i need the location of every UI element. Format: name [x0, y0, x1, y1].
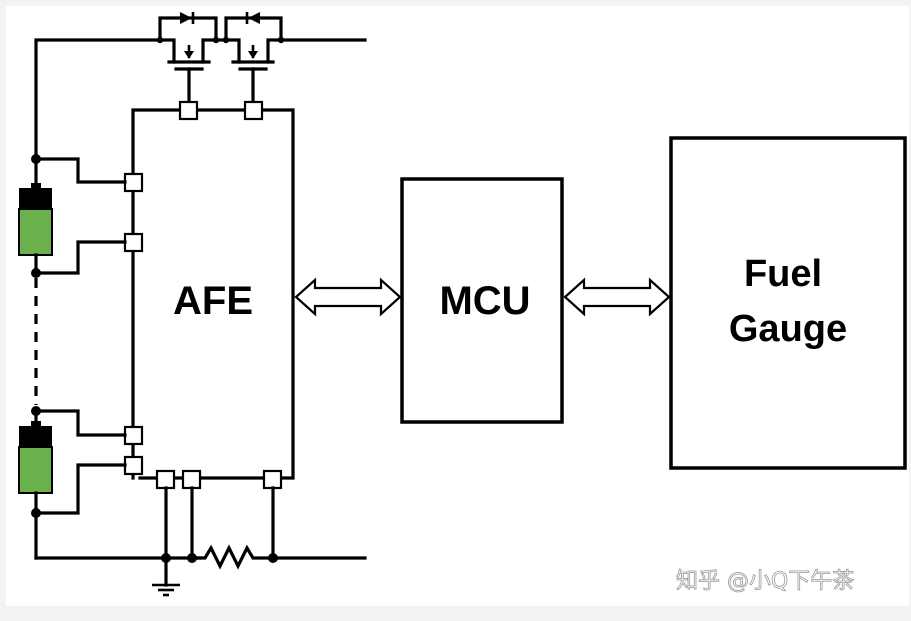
diagram-canvas: AFE — [6, 6, 909, 606]
afe-pin-vc-2 — [123, 232, 144, 253]
afe-pins — [123, 100, 283, 490]
fuel-gauge-label-line1: Fuel — [744, 253, 822, 295]
afe-pin-vc-3 — [123, 425, 144, 446]
fuel-gauge-block: Fuel Gauge — [669, 136, 907, 470]
afe-pin-vc-bottom — [123, 455, 144, 476]
bms-diagram: AFE — [18, 12, 907, 597]
fuel-gauge-label-line2: Gauge — [729, 308, 847, 350]
body-diode-right-icon — [180, 12, 192, 24]
top-power-rail — [34, 38, 367, 159]
watermark: 知乎 @小Q下午茶 — [676, 569, 854, 594]
charge-fet-icon — [156, 12, 220, 106]
afe-block: AFE — [131, 108, 295, 480]
battery-stack — [18, 154, 127, 560]
mcu-fuel-gauge-bidirectional-arrow — [563, 277, 671, 317]
body-diode-left-icon — [248, 12, 260, 24]
bottom-rail — [34, 486, 367, 597]
afe-pin-chg — [178, 100, 199, 121]
ground-icon — [152, 556, 180, 597]
mcu-label: MCU — [439, 279, 530, 323]
afe-mcu-bidirectional-arrow — [294, 277, 402, 317]
discharge-fet-icon — [222, 12, 285, 106]
afe-pin-srn — [262, 469, 283, 490]
current-sense-resistor-icon — [190, 544, 275, 570]
afe-pin-dsg — [243, 100, 264, 121]
mcu-block: MCU — [400, 177, 564, 424]
afe-label: AFE — [173, 279, 253, 323]
battery-cell-top-icon — [18, 183, 53, 256]
afe-pin-vc-top — [123, 172, 144, 193]
afe-pin-vss — [155, 469, 176, 490]
afe-pin-srp — [181, 469, 202, 490]
battery-cell-bottom-icon — [18, 421, 53, 494]
